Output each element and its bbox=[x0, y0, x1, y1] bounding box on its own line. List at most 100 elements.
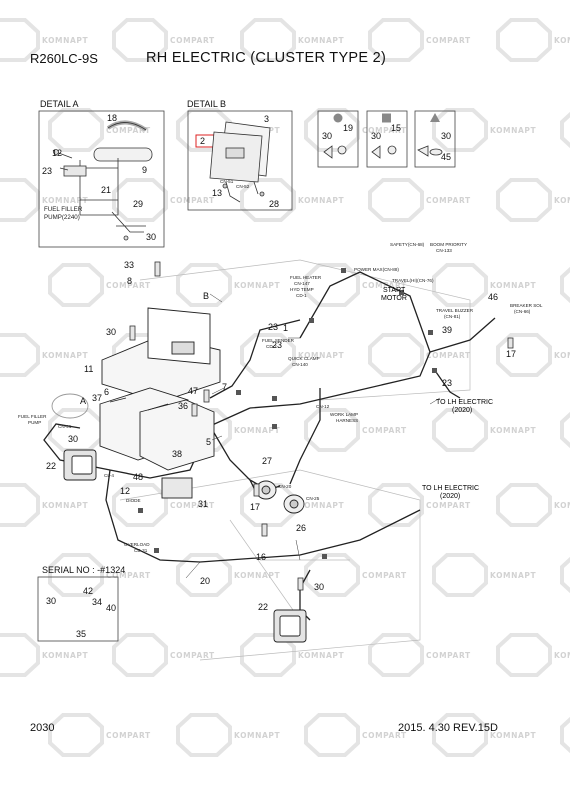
watermark-text: KOMNAPT bbox=[42, 351, 88, 360]
callout-2: 2 bbox=[200, 136, 205, 146]
watermark-text: COMPART bbox=[426, 651, 471, 660]
watermark-text: KOMNAPT bbox=[298, 351, 344, 360]
callout-23d: 23 bbox=[442, 378, 452, 388]
callout-23: 23 bbox=[42, 166, 52, 176]
watermark-text: KOMNAPT bbox=[42, 196, 88, 205]
watermark-text: COMPART bbox=[170, 501, 215, 510]
label-power-max: POWER MAX(CN-88) bbox=[354, 267, 399, 272]
callout-31: 31 bbox=[198, 499, 208, 509]
callout-17b: 17 bbox=[250, 502, 260, 512]
detail-b-drawing bbox=[209, 121, 271, 203]
label-cn133: CN-133 bbox=[436, 248, 452, 253]
watermark-hex bbox=[432, 263, 488, 307]
callout-47: 47 bbox=[188, 386, 198, 396]
label-cn66: (CN-66) bbox=[514, 309, 531, 314]
callout-11: 11 bbox=[84, 364, 93, 374]
watermark-text: KOMNAPT bbox=[490, 571, 536, 580]
detail-a-marker bbox=[51, 393, 89, 419]
callout-42: 42 bbox=[83, 586, 93, 596]
callout-48: 48 bbox=[133, 472, 143, 482]
watermark-hex bbox=[368, 178, 424, 222]
watermark-text: KOMNAPT bbox=[554, 36, 570, 45]
callout-8: 8 bbox=[127, 276, 132, 286]
label-to-lh-2: TO LH ELECTRIC bbox=[422, 485, 479, 492]
callout-39: 39 bbox=[442, 325, 452, 335]
watermark-hex bbox=[560, 411, 570, 449]
watermark-hex bbox=[48, 108, 104, 152]
watermark-hex bbox=[496, 483, 552, 527]
watermark-text: COMPART bbox=[362, 126, 407, 135]
callout-46: 46 bbox=[488, 292, 498, 302]
label-cd31: CD-31 bbox=[134, 548, 148, 553]
watermark-text: COMPART bbox=[170, 36, 215, 45]
label-start: START bbox=[383, 287, 406, 294]
callout-21: 21 bbox=[101, 185, 111, 195]
watermark-text: COMPART bbox=[362, 571, 407, 580]
callout-34: 34 bbox=[92, 597, 102, 607]
model-code: R260LC-9S bbox=[30, 51, 98, 66]
watermark-text: KOMNAPT bbox=[298, 196, 344, 205]
watermark-layer: KOMNAPT COMPART KOMNAPT COMPART KOMNAPT COMPA… bbox=[0, 18, 570, 757]
watermark-hex bbox=[48, 263, 104, 307]
watermark-hex bbox=[176, 263, 232, 307]
date-revision: 2015. 4.30 REV.15D bbox=[398, 722, 498, 734]
callout-27: 27 bbox=[262, 456, 272, 466]
label-work-lamp: WORK LAMP bbox=[330, 412, 358, 417]
watermark-text: KOMNAPT bbox=[298, 36, 344, 45]
callout-B: B bbox=[203, 291, 209, 301]
callout-12b: 12 bbox=[120, 486, 130, 496]
label-overload: OVERLOAD bbox=[124, 542, 150, 547]
watermark-hex bbox=[0, 483, 40, 527]
watermark-text: COMPART bbox=[106, 571, 151, 580]
callout-30e: 30 bbox=[106, 327, 116, 337]
label-fuel-filler: FUEL FILLER bbox=[18, 414, 47, 419]
watermark-text: COMPART bbox=[426, 501, 471, 510]
callout-28: 28 bbox=[269, 199, 279, 209]
page-title: RH ELECTRIC (CLUSTER TYPE 2) bbox=[146, 50, 387, 66]
label-cn147: CN-147 bbox=[294, 281, 310, 286]
watermark-text: COMPART bbox=[170, 196, 215, 205]
watermark-text: KOMNAPT bbox=[42, 651, 88, 660]
watermark-text: KOMNAPT bbox=[490, 731, 536, 740]
leader-lines bbox=[185, 293, 441, 579]
callout-A: A bbox=[80, 396, 86, 406]
watermark-hex bbox=[112, 633, 168, 677]
watermark-hex bbox=[432, 553, 488, 597]
watermark-hex bbox=[496, 18, 552, 62]
label-quick-clamp: QUICK CLAMP bbox=[288, 356, 320, 361]
callout-7: 7 bbox=[222, 382, 227, 392]
callout-20: 20 bbox=[200, 576, 210, 586]
callout-19: 19 bbox=[343, 123, 353, 133]
watermark-hex bbox=[368, 333, 424, 377]
callout-numbers: 18 12 23 9 21 29 30 3 2 13 28 19 30 15 3… bbox=[42, 113, 516, 639]
label-harness: HARNESS bbox=[336, 418, 358, 423]
callout-26: 26 bbox=[296, 523, 306, 533]
callout-13: 13 bbox=[212, 188, 222, 198]
connector-markers bbox=[138, 268, 437, 559]
watermark-text: KOMNAPT bbox=[298, 501, 344, 510]
watermark-text: COMPART bbox=[426, 351, 471, 360]
callout-35: 35 bbox=[76, 629, 86, 639]
watermark-text: COMPART bbox=[106, 731, 151, 740]
watermark-hex bbox=[0, 333, 40, 377]
watermark-text: KOMNAPT bbox=[490, 426, 536, 435]
watermark-hex bbox=[0, 633, 40, 677]
callout-17a: 17 bbox=[506, 349, 516, 359]
label-cl4: CL-4 bbox=[104, 473, 114, 478]
watermark-hex bbox=[240, 633, 296, 677]
detail-a-box bbox=[38, 110, 165, 248]
serial-inset-box bbox=[37, 576, 119, 642]
watermark-text: COMPART bbox=[362, 426, 407, 435]
callout-29: 29 bbox=[133, 199, 143, 209]
component-labels: FUEL FILLER PUMP(2240) CN-51 CN-52 SAFET… bbox=[18, 179, 543, 553]
watermark-hex bbox=[48, 553, 104, 597]
label-motor: MOTOR bbox=[381, 295, 407, 302]
watermark-hex bbox=[368, 18, 424, 62]
watermark-text: KOMNAPT bbox=[298, 651, 344, 660]
watermark-hex bbox=[48, 713, 104, 757]
callout-5: 5 bbox=[206, 437, 211, 447]
label-cn81: (CN-81) bbox=[444, 314, 461, 319]
detail-b-box bbox=[187, 110, 293, 211]
inset-triangle-box bbox=[414, 110, 456, 168]
watermark-hex bbox=[176, 553, 232, 597]
